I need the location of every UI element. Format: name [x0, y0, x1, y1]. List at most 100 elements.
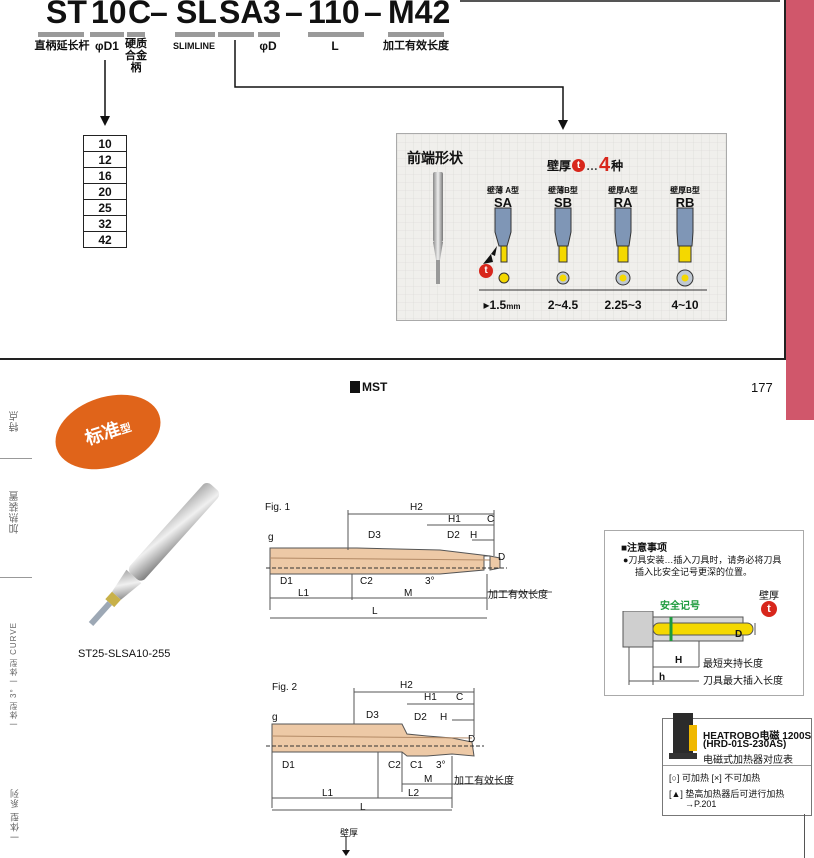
code-dash2: –	[285, 0, 303, 30]
header-frame	[0, 0, 786, 360]
diameter-cell: 20	[83, 183, 127, 200]
tip-code: RA	[613, 195, 633, 210]
code-dash3: –	[364, 0, 382, 30]
table-row: 12	[83, 151, 127, 168]
notice-min-hold: 最短夹持长度	[703, 659, 763, 670]
heatrobo-divider	[663, 765, 811, 766]
tip-code: SB	[553, 195, 573, 210]
range-arrow: ▸	[483, 298, 490, 312]
underbar-d1	[90, 32, 124, 37]
code-st: ST	[46, 0, 87, 30]
sidebar-item-series[interactable]: 一体型 系列	[10, 788, 20, 842]
product-tool-image	[88, 483, 220, 626]
notice-max-insert: 刀具最大插入长度	[703, 676, 783, 687]
cap-slimline: SLIMLINE	[173, 41, 215, 51]
diameter-cell: 10	[83, 135, 127, 152]
bottom-wall-label: 壁厚	[340, 828, 359, 838]
heatrobo-l6: →P.201	[685, 799, 717, 809]
tip-range-ra: 2.25~3	[604, 298, 642, 312]
fig2-eff: 加工有效长度	[454, 776, 514, 787]
brand-square-icon	[350, 381, 360, 393]
fig1-h2: H2	[410, 502, 423, 513]
fig1-g: g	[268, 532, 274, 543]
table-row: 42	[83, 231, 127, 248]
fig2-c1: C1	[410, 760, 423, 771]
heater-icon	[669, 713, 697, 759]
tip-label: 壁薄B型	[548, 186, 578, 195]
sidebar-item-integral[interactable]: 一体型 3° 一体型 CURVE	[9, 622, 18, 729]
tip-range-sb: 2~4.5	[547, 298, 579, 312]
fig1-c2: C2	[360, 576, 373, 587]
table-row: 20	[83, 183, 127, 200]
heatrobo-l5: [▲] 垫高加热器后可进行加热	[669, 789, 785, 799]
page-number: 177	[751, 380, 773, 395]
tip-sb: 壁薄B型 SB	[543, 186, 583, 210]
right-edge-line	[804, 814, 805, 858]
code-sl: SL	[176, 0, 217, 30]
cap-d1: φD1	[95, 39, 119, 53]
wall-count: 壁厚 t … 4 种	[547, 154, 623, 177]
code-sa: SA	[219, 0, 264, 30]
fig2-g: g	[272, 712, 278, 723]
fig1-l1: L1	[298, 588, 310, 599]
tip-count-unit: 种	[611, 159, 624, 173]
fig1-d3: D3	[368, 530, 381, 541]
tip-rb-shape	[676, 207, 694, 287]
range-unit: mm	[506, 302, 521, 311]
brand-logo: MST	[350, 380, 387, 394]
diameter-cell: 12	[83, 151, 127, 168]
fig1-d1: D1	[280, 576, 293, 587]
underbar-c	[127, 32, 145, 37]
tip-shape-panel: 前端形状 壁厚 t … 4 种 壁薄 A型 SA 壁薄B型 SB 壁厚A型 RA…	[396, 133, 727, 321]
bottom-arrow	[342, 836, 350, 856]
underbar-3	[258, 32, 280, 37]
product-caption: ST25-SLSA10-255	[78, 648, 171, 660]
tip-range-rb: 4~10	[671, 298, 699, 312]
wall-label: 壁厚	[547, 159, 572, 173]
sidebar-divider	[0, 458, 32, 459]
fig2-d2: D2	[414, 712, 427, 723]
code-110: 110	[308, 0, 360, 30]
underbar-m42	[388, 32, 444, 37]
fig1-drawing	[266, 510, 552, 619]
fig2-angle: 3°	[436, 760, 446, 771]
fig2-h: H	[440, 712, 448, 723]
heatrobo-l4: [○] 可加热 [×] 不可加热	[669, 773, 761, 783]
cap-hard1: 硬质	[125, 38, 147, 50]
tip-shapes	[483, 207, 694, 287]
tip-label: 壁厚A型	[608, 186, 638, 195]
notice-wall: 壁厚	[759, 591, 779, 602]
fig2-title: Fig. 2	[272, 682, 298, 693]
fig1-d: D	[498, 552, 506, 563]
sidebar-item-features[interactable]: 特点	[10, 410, 21, 432]
dots: …	[586, 158, 599, 173]
diameter-cell: 16	[83, 167, 127, 184]
tip-panel-title: 前端形状	[407, 150, 463, 166]
sidebar-divider	[0, 577, 32, 578]
code-m42: M42	[388, 0, 451, 30]
fig2-l1: L1	[322, 788, 334, 799]
fig2-l2: L2	[408, 788, 420, 799]
safe-mark-label: 安全记号	[660, 601, 700, 612]
notice-drawing	[622, 611, 756, 685]
sidebar-item-heating[interactable]: 加热装置	[10, 490, 21, 534]
fig1-title: Fig. 1	[265, 502, 291, 513]
code-arrows	[100, 40, 568, 130]
fig1-m: M	[404, 588, 413, 599]
fig2-l: L	[360, 802, 366, 813]
fig2-d: D	[468, 734, 476, 745]
fig1-l: L	[372, 606, 378, 617]
fig2-d3: D3	[366, 710, 379, 721]
fig2-h1: H1	[424, 692, 437, 703]
code-d1: 10	[91, 0, 127, 30]
fig1-angle: 3°	[425, 576, 435, 587]
underbar-sl	[175, 32, 215, 37]
cap-eff: 加工有效长度	[383, 40, 449, 52]
table-row: 10	[83, 135, 127, 152]
table-row: 32	[83, 215, 127, 232]
tip-sb-shape	[554, 207, 572, 285]
t-marker-icon: t	[572, 159, 586, 172]
standard-type-badge: 标准型	[45, 382, 171, 482]
range-baseline	[479, 289, 707, 291]
notice-box: ■注意事项 ●刀具安装…插入刀具时，请务必将刀具 插入比安全记号更深的位置。 安…	[604, 530, 804, 696]
